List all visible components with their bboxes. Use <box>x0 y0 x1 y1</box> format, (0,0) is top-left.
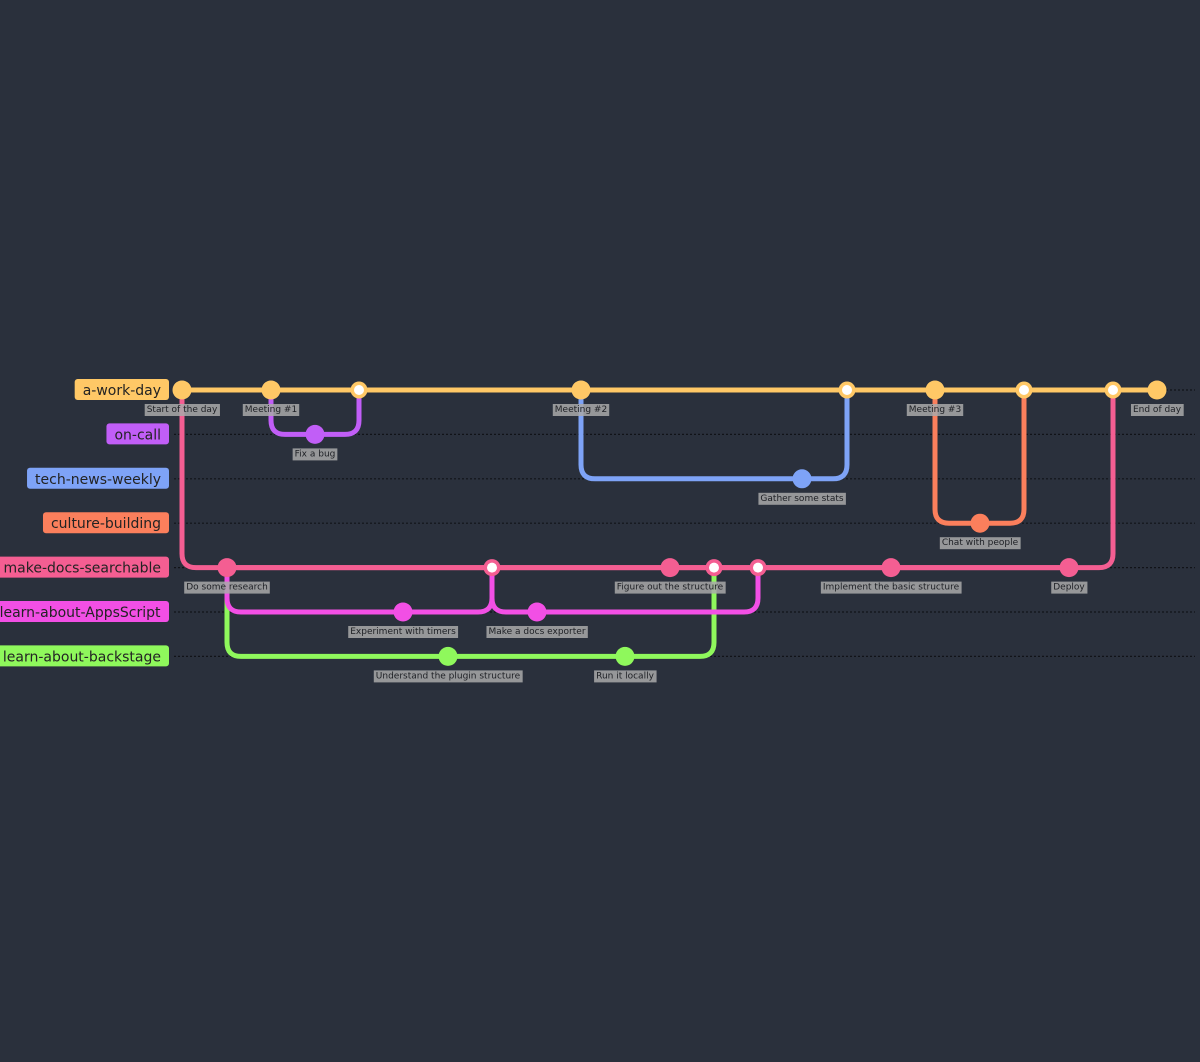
branch-label-learn-about-backstage[interactable]: learn-about-backstage <box>0 645 169 667</box>
commit-nodes <box>172 380 1167 666</box>
commit-c8[interactable] <box>925 380 945 400</box>
branch-label-text-make-docs-searchable: make-docs-searchable <box>4 561 161 577</box>
merge-commit-center-c4 <box>354 385 364 395</box>
commit-label-f1: Understand the plugin structure <box>373 670 523 683</box>
commit-label-d6: Implement the basic structure <box>820 581 962 594</box>
commit-f1[interactable] <box>438 646 458 666</box>
commit-e2[interactable] <box>527 602 547 622</box>
commit-label-text-c12: End of day <box>1133 405 1182 415</box>
commit-label-d7: Deploy <box>1051 581 1088 594</box>
commit-label-d1: Do some research <box>184 581 270 594</box>
branch-label-text-a-work-day: a-work-day <box>83 383 161 399</box>
branch-path-learn-about-backstage-0 <box>224 565 717 659</box>
commit-c5[interactable] <box>571 380 591 400</box>
commit-label-text-e1: Experiment with timers <box>350 627 456 637</box>
branch-label-on-call[interactable]: on-call <box>106 423 169 445</box>
commit-c3[interactable] <box>305 424 325 444</box>
merge-commit-center-d4 <box>709 562 719 573</box>
commit-label-c6: Gather some stats <box>758 492 846 505</box>
branch-path-tech-news-weekly-5 <box>578 387 850 482</box>
commit-label-d3: Figure out the structure <box>614 581 726 594</box>
merge-commit-center-d5 <box>753 562 763 573</box>
commit-label-c3: Fix a bug <box>292 448 338 461</box>
commit-label-text-c1: Start of the day <box>147 405 218 415</box>
branch-label-a-work-day[interactable]: a-work-day <box>74 379 169 400</box>
commit-f2[interactable] <box>615 646 635 666</box>
commit-d6[interactable] <box>881 558 901 578</box>
branch-label-learn-about-AppsScript[interactable]: learn-about-AppsScript <box>0 601 169 622</box>
commit-label-text-f2: Run it locally <box>596 671 654 681</box>
commit-label-text-d6: Implement the basic structure <box>823 583 960 593</box>
commit-label-text-f1: Understand the plugin structure <box>376 671 521 681</box>
commit-label-text-d3: Figure out the structure <box>617 583 724 593</box>
commit-c9[interactable] <box>970 513 990 533</box>
branch-label-text-on-call: on-call <box>114 427 161 443</box>
commit-d1[interactable] <box>217 558 237 578</box>
commit-label-e2: Make a docs exporter <box>486 626 588 638</box>
commit-c2[interactable] <box>261 380 281 400</box>
commit-label-text-c2: Meeting #1 <box>245 405 297 415</box>
commit-label-c8: Meeting #3 <box>906 404 964 416</box>
commit-c1[interactable] <box>172 380 192 400</box>
branch-label-text-learn-about-backstage: learn-about-backstage <box>3 649 161 665</box>
branch-path-learn-about-AppsScript-2 <box>489 565 761 615</box>
commit-d3[interactable] <box>660 558 680 578</box>
branch-label-text-learn-about-AppsScript: learn-about-AppsScript <box>0 605 161 621</box>
merge-commit-center-d2 <box>487 562 497 573</box>
branch-label-culture-building[interactable]: culture-building <box>42 512 169 534</box>
branch-label-tech-news-weekly[interactable]: tech-news-weekly <box>27 467 169 489</box>
commit-label-text-c8: Meeting #3 <box>909 405 961 415</box>
commit-label-c12: End of day <box>1130 404 1184 416</box>
commit-c6[interactable] <box>792 469 812 489</box>
branch-label-text-culture-building: culture-building <box>51 516 161 532</box>
commit-label-c2: Meeting #1 <box>242 404 300 416</box>
commit-d7[interactable] <box>1059 558 1079 578</box>
branch-lanes <box>174 389 1195 658</box>
branch-label-make-docs-searchable[interactable]: make-docs-searchable <box>0 556 169 578</box>
merge-commit-center-c10 <box>1019 385 1029 395</box>
commit-label-c5: Meeting #2 <box>552 404 610 416</box>
branch-paths <box>179 387 1160 659</box>
commit-label-text-c3: Fix a bug <box>295 449 336 459</box>
commit-label-f2: Run it locally <box>594 670 657 683</box>
commit-label-text-e2: Make a docs exporter <box>488 627 585 637</box>
branch-labels: a-work-day on-call tech-news-weekly culture… <box>0 379 169 667</box>
commit-label-text-d1: Do some research <box>186 583 268 593</box>
commit-label-text-c6: Gather some stats <box>760 494 843 504</box>
commit-label-c9: Chat with people <box>939 537 1021 550</box>
commit-e1[interactable] <box>393 602 413 622</box>
commit-label-c1: Start of the day <box>144 404 220 416</box>
commit-labels: Start of the day Meeting #1 Fix a bug Meeti… <box>144 404 1184 683</box>
commit-label-e1: Experiment with timers <box>348 626 459 638</box>
commit-label-text-d7: Deploy <box>1053 583 1085 593</box>
branch-label-text-tech-news-weekly: tech-news-weekly <box>35 472 161 488</box>
commit-label-text-c9: Chat with people <box>942 538 1019 548</box>
commit-label-text-c5: Meeting #2 <box>555 405 607 415</box>
merge-commit-center-c11 <box>1108 385 1118 395</box>
merge-commit-center-c7 <box>842 385 852 395</box>
commit-c12[interactable] <box>1147 380 1167 400</box>
